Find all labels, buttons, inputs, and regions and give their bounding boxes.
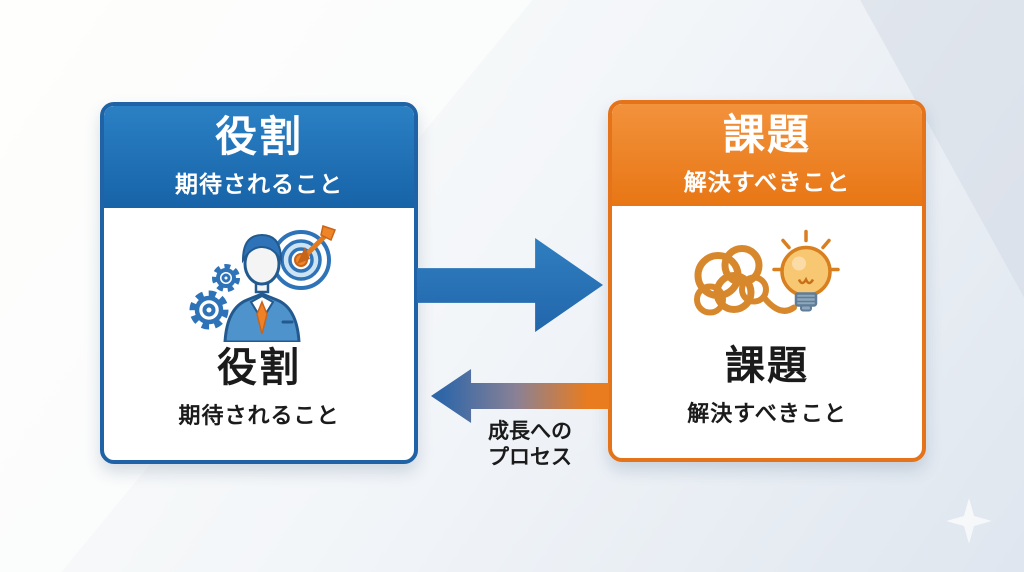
growth-process-label-line1: 成長への [488,420,572,443]
issue-header-subtitle: 解決すべきこと [683,169,851,196]
return-arrow-icon [431,369,609,423]
forward-arrow-icon [417,238,603,332]
role-header-title: 役割 [214,112,303,160]
role-body-title: 役割 [217,346,301,390]
businessman-gears-target-icon [189,225,336,342]
role-card-body: 役割 期待されること [104,208,414,430]
issue-card-header: 課題 解決すべきこと [612,104,922,206]
tangled-knot-lightbulb-icon [694,229,840,316]
issue-card-body: 課題 解決すべきこと [612,206,922,428]
role-card-header: 役割 期待されること [104,106,414,208]
sparkle-icon [946,498,992,544]
role-card: 役割 期待されること [100,102,418,464]
issue-body-subtitle: 解決すべきこと [687,401,847,426]
lightbulb-icon [772,229,840,312]
target-icon [271,225,336,290]
issue-body-title: 課題 [725,344,809,388]
tangled-knot-icon [694,245,797,316]
role-body-subtitle: 期待されること [178,403,340,428]
issue-header-title: 課題 [722,110,811,158]
role-header-subtitle: 期待されること [175,171,343,198]
businessman-icon [223,233,301,342]
growth-process-label: 成長への プロセス [450,419,610,472]
growth-process-label-line2: プロセス [488,446,572,470]
issue-card: 課題 解決すべきこと [608,100,926,462]
gears-icon [189,264,240,330]
